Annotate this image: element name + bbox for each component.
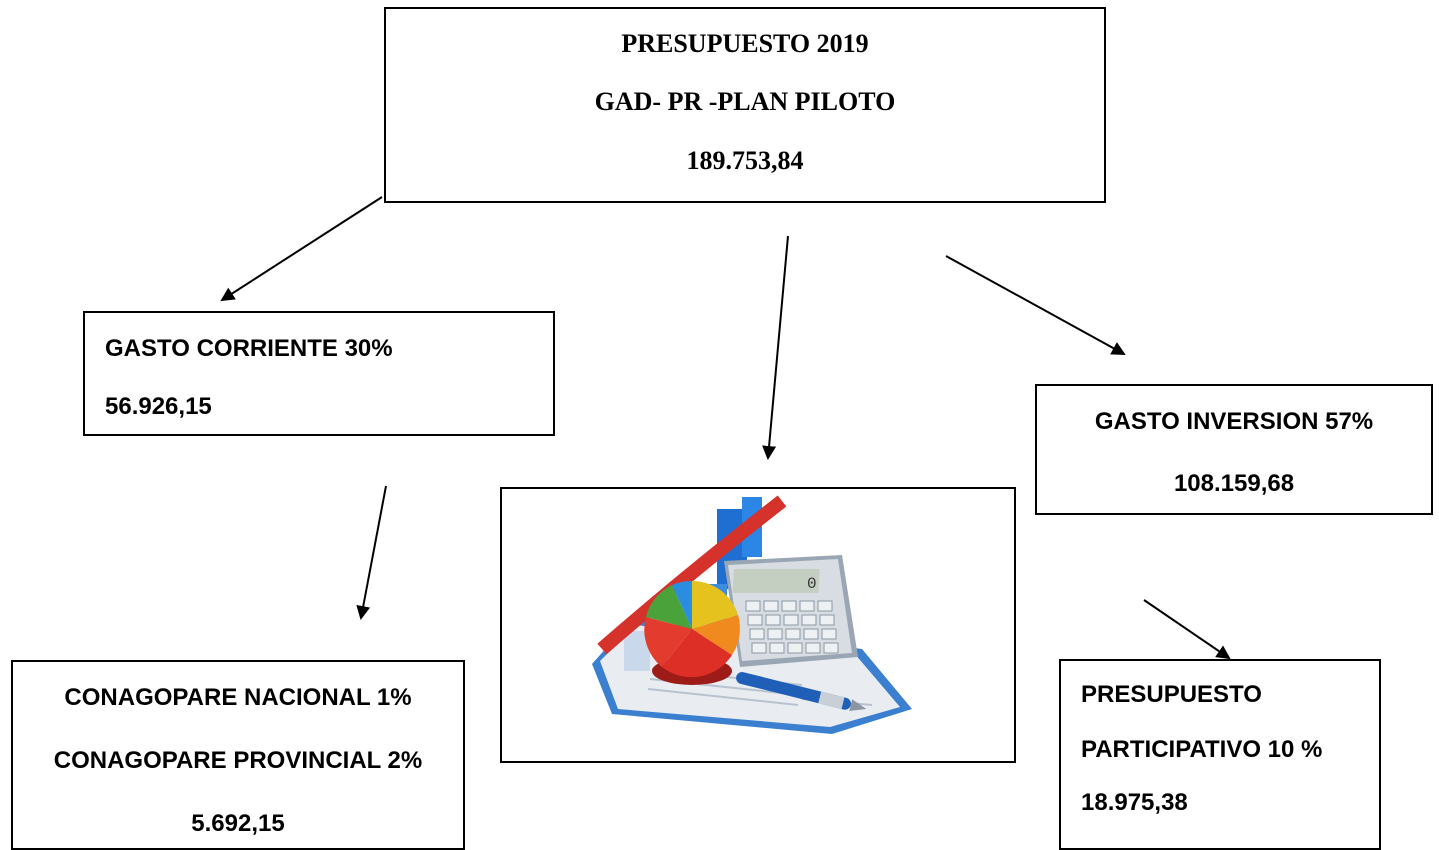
gasto-corriente-amount: 56.926,15 [105, 393, 212, 420]
arrow-to-presupuesto-participativo [1143, 599, 1231, 660]
calculator-chart-clipboard-icon: 0 [592, 495, 912, 734]
presupuesto-participativo-box: PRESUPUESTO PARTICIPATIVO 10 % 18.975,38 [1059, 659, 1381, 850]
arrow-to-conagopare [356, 485, 387, 620]
root-title: PRESUPUESTO 2019 [621, 29, 869, 58]
gasto-inversion-amount: 108.159,68 [1173, 470, 1295, 497]
svg-text:0: 0 [807, 575, 817, 593]
gasto-inversion-box: GASTO INVERSION 57% 108.159,68 [1035, 384, 1433, 515]
presupuesto-participativo-line1: PRESUPUESTO [1081, 681, 1262, 708]
presupuesto-participativo-amount: 18.975,38 [1081, 789, 1188, 816]
root-subtitle: GAD- PR -PLAN PILOTO [594, 87, 896, 116]
conagopare-provincial: CONAGOPARE PROVINCIAL 2% [53, 747, 423, 774]
conagopare-nacional: CONAGOPARE NACIONAL 1% [64, 684, 412, 711]
conagopare-amount: 5.692,15 [191, 810, 285, 837]
root-budget-box: PRESUPUESTO 2019 GAD- PR -PLAN PILOTO 18… [384, 7, 1106, 203]
arrow-to-gasto-corriente [220, 196, 383, 302]
gasto-corriente-box: GASTO CORRIENTE 30% 56.926,15 [83, 311, 555, 436]
presupuesto-participativo-line2: PARTICIPATIVO 10 % [1081, 736, 1323, 763]
gasto-inversion-label: GASTO INVERSION 57% [1094, 408, 1374, 435]
arrow-to-illustration [762, 235, 789, 460]
arrow-to-gasto-inversion [945, 255, 1126, 355]
root-amount: 189.753,84 [686, 146, 804, 175]
illustration-box: 0 [500, 487, 1016, 763]
conagopare-box: CONAGOPARE NACIONAL 1% CONAGOPARE PROVIN… [11, 660, 465, 850]
gasto-corriente-label: GASTO CORRIENTE 30% [105, 335, 393, 362]
